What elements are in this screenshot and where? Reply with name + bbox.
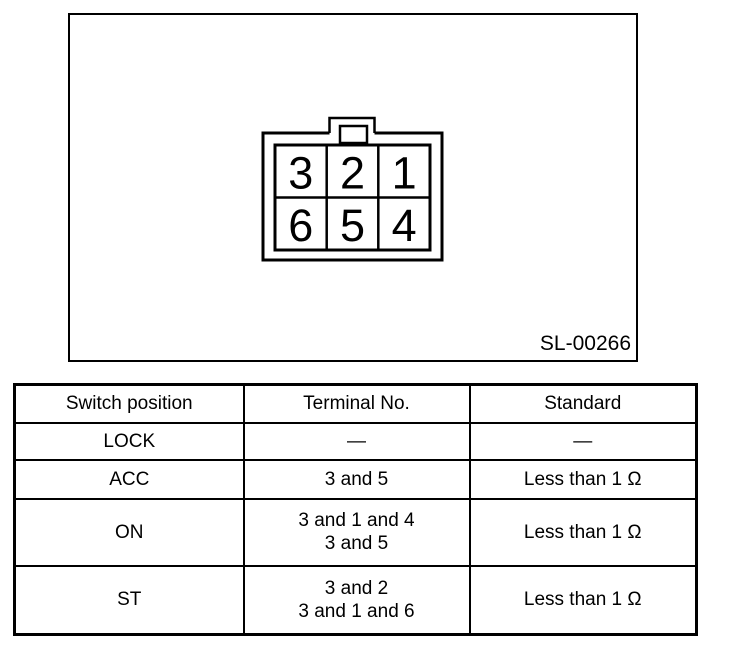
terminal-line: 3 and 5 — [324, 533, 389, 554]
continuity-table: Switch position Terminal No. Standard LO… — [13, 383, 698, 636]
terminal-line: 3 and 1 and 6 — [298, 600, 415, 622]
terminal-line: 3 and 1 and 4 — [298, 510, 415, 531]
connector-housing-outline — [261, 131, 444, 262]
table-header-row: Switch position Terminal No. Standard — [13, 383, 698, 424]
terminal-line: 3 and 5 — [324, 468, 389, 490]
switch-position-cell: ON — [13, 497, 245, 567]
standard-cell: — — [468, 421, 698, 461]
pin-label-1: 1 — [392, 148, 417, 199]
terminal-cell: 3 and 1 and 4 3 and 5 — [242, 497, 471, 567]
switch-position-cell: LOCK — [13, 421, 245, 461]
terminal-line: — — [347, 430, 366, 452]
standard-cell: Less than 1 Ω — [468, 458, 698, 500]
switch-position-cell: ACC — [13, 458, 245, 500]
connector-pinout-diagram: 3 2 1 6 5 4 — [261, 116, 444, 262]
terminal-cell: 3 and 2 3 and 1 and 6 — [242, 564, 471, 636]
terminal-cell: 3 and 5 — [242, 458, 471, 500]
terminal-cell: — — [242, 421, 471, 461]
pin-label-2: 2 — [340, 148, 365, 199]
table-row-acc: ACC 3 and 5 Less than 1 Ω — [13, 458, 698, 500]
connector-figure-box: 3 2 1 6 5 4 SL-00266 — [68, 13, 638, 362]
table-row-st: ST 3 and 2 3 and 1 and 6 Less than 1 Ω — [13, 564, 698, 636]
table-row-on: ON 3 and 1 and 4 3 and 5 Less than 1 Ω — [13, 497, 698, 567]
table-row-lock: LOCK — — — [13, 421, 698, 461]
standard-cell: Less than 1 Ω — [468, 564, 698, 636]
terminal-line: 3 and 2 — [324, 577, 389, 599]
connector-latch-inner — [338, 124, 369, 145]
header-terminal-no: Terminal No. — [242, 383, 471, 424]
pin-label-6: 6 — [288, 200, 313, 251]
connector-latch-tab — [328, 116, 376, 133]
standard-cell: Less than 1 Ω — [468, 497, 698, 567]
figure-code-label: SL-00266 — [539, 332, 631, 355]
pin-label-5: 5 — [340, 200, 365, 251]
header-standard: Standard — [468, 383, 698, 424]
header-switch-position: Switch position — [13, 383, 245, 424]
pin-label-3: 3 — [288, 148, 313, 199]
pin-label-4: 4 — [392, 200, 417, 251]
switch-position-cell: ST — [13, 564, 245, 636]
